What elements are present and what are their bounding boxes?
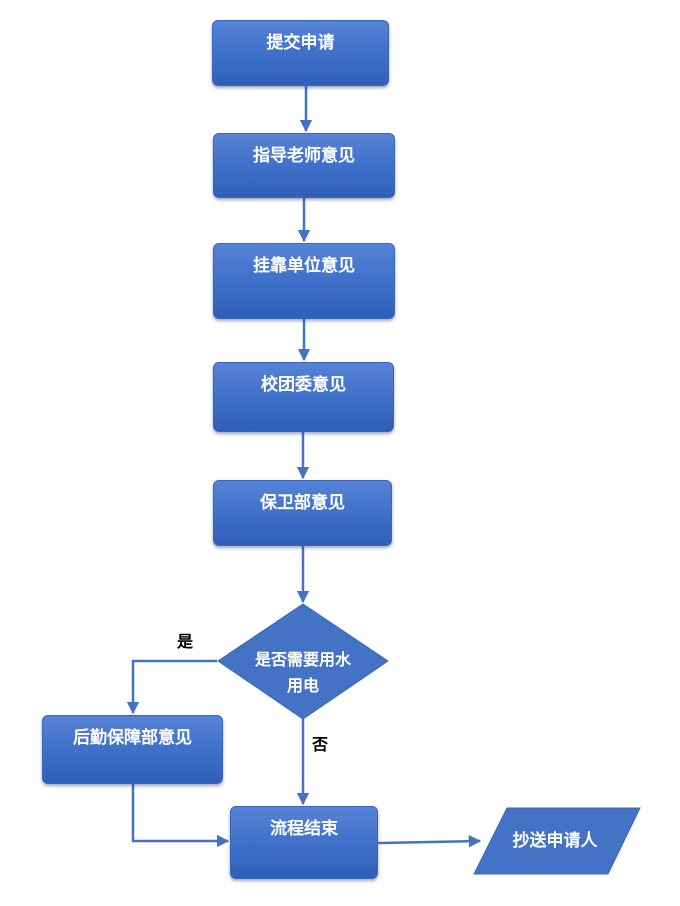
yes-label: 是 xyxy=(177,632,194,651)
step-submit: 提交申请 xyxy=(212,20,389,86)
arrow-end-output xyxy=(377,834,482,848)
arrow-decision-yes xyxy=(126,659,217,715)
step-affiliate: 挂靠单位意见 xyxy=(213,243,395,319)
step-logistics: 后勤保障部意见 xyxy=(42,715,223,784)
step-advisor: 指导老师意见 xyxy=(213,133,395,198)
arrow-logistics-end xyxy=(131,784,230,848)
step-security: 保卫部意见 xyxy=(213,480,392,546)
decision-diamond xyxy=(217,603,389,720)
output-parallelogram xyxy=(473,807,641,875)
no-label: 否 xyxy=(312,735,329,754)
decision-question-line1: 是否需要用水 xyxy=(254,650,351,669)
step-end: 流程结束 xyxy=(230,806,378,879)
decision-question-line2: 用电 xyxy=(286,676,319,695)
step-youth-league: 校团委意见 xyxy=(213,362,394,432)
decision-question: 是否需要用水 用电 xyxy=(228,647,378,699)
output-label: 抄送申请人 xyxy=(512,831,598,851)
